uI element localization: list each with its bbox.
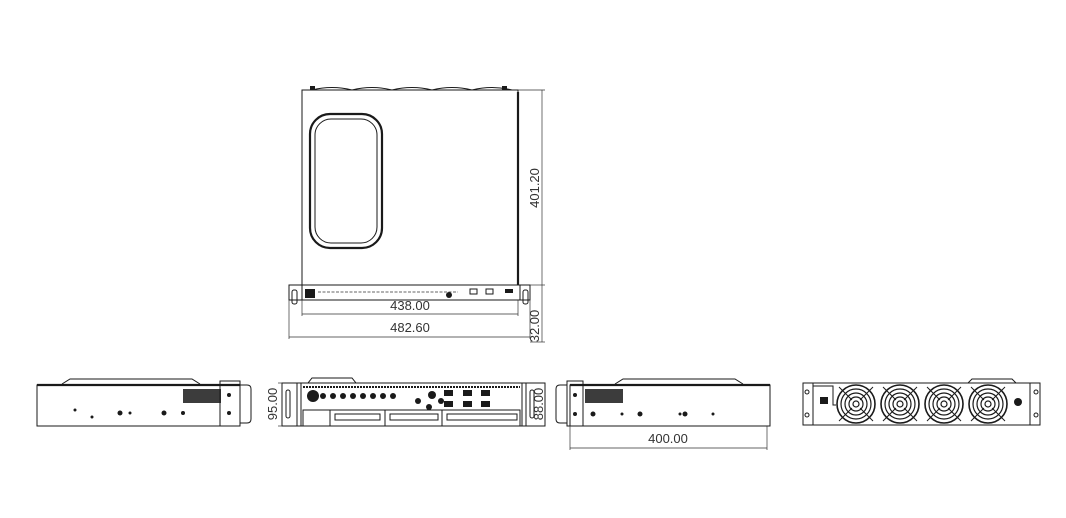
fan-grilles <box>836 384 1008 424</box>
fan-icon <box>924 384 964 424</box>
dim-handle-depth: 32.00 <box>527 310 542 343</box>
dim-overall-width: 482.60 <box>390 320 430 335</box>
handle-window <box>308 112 384 250</box>
fan-icon <box>880 384 920 424</box>
dim-side-depth: 400.00 <box>648 431 688 446</box>
dim-depth-top: 401.20 <box>527 168 542 208</box>
right-side-view: 400.00 <box>555 378 771 450</box>
dim-inner-width: 438.00 <box>390 298 430 313</box>
fan-icon <box>968 384 1008 424</box>
dim-front-height: 95.00 <box>265 388 280 421</box>
top-view: 438.00 482.60 401.20 32.00 <box>288 86 545 343</box>
fan-icon <box>836 384 876 424</box>
left-side-view <box>36 378 252 427</box>
rear-view <box>802 378 1041 426</box>
front-view: 95.00 88.00 <box>265 377 546 427</box>
dim-chassis-height: 88.00 <box>531 388 546 421</box>
